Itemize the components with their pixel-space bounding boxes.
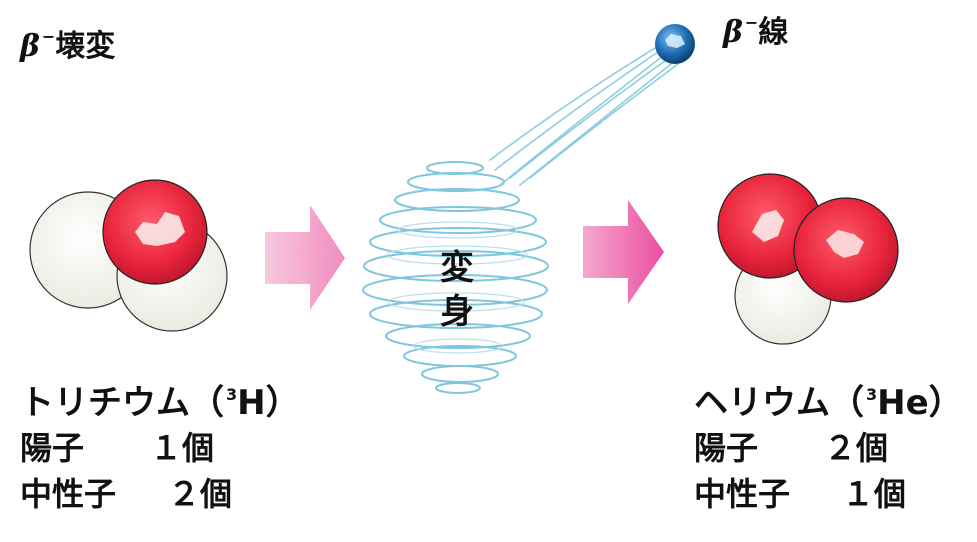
helium-paren-close: ） (928, 383, 963, 423)
neutron-label: 中性子 (694, 475, 791, 513)
tritium-paren-close: ） (265, 383, 300, 423)
helium-paren-open: （ (830, 383, 864, 423)
transition-arrow-right (583, 200, 664, 304)
process-label: 変 身 (432, 246, 482, 334)
title-text: 壊変 (55, 29, 116, 64)
electron (655, 24, 695, 64)
tritium-mass-number: 3 (226, 385, 238, 404)
helium-label: ヘリウム (694, 383, 830, 423)
helium-name: ヘリウム（3He） (694, 386, 963, 420)
emission-label: β−線 (723, 15, 789, 50)
tritium-element: H (237, 383, 266, 423)
emission-text: 線 (758, 15, 789, 50)
beta-ray-trail (489, 44, 679, 186)
tritium-paren-open: （ (190, 383, 224, 423)
neutron-count: １個 (842, 475, 907, 513)
helium-neutrons: 中性子 １個 (694, 478, 906, 510)
tritium-protons: 陽子 １個 (20, 432, 214, 464)
helium-element: He (877, 383, 929, 423)
transition-arrow-left (265, 205, 345, 310)
neutron-label: 中性子 (20, 475, 117, 513)
proton-count: ２個 (824, 429, 889, 467)
diagram-title: β−壊変 (20, 29, 116, 64)
emission-beta-symbol: β (723, 15, 743, 50)
proton-label: 陽子 (694, 429, 759, 467)
tritium-label: トリチウム (20, 383, 190, 423)
helium-protons: 陽子 ２個 (694, 432, 888, 464)
process-line-2: 身 (440, 292, 474, 332)
title-beta-symbol: β (20, 29, 40, 64)
proton-label: 陽子 (20, 429, 85, 467)
tritium-neutrons: 中性子 ２個 (20, 478, 232, 510)
proton-highlight (135, 212, 185, 246)
neutron-count: ２個 (168, 475, 233, 513)
tritium-nucleus (29, 179, 228, 332)
title-charge: − (41, 27, 56, 46)
tritium-name: トリチウム（3H） (20, 386, 300, 420)
helium-mass-number: 3 (866, 385, 878, 404)
helium-nucleus (717, 173, 899, 345)
swirl-inner (386, 221, 528, 354)
proton-count: １個 (150, 429, 215, 467)
emission-charge: − (744, 13, 759, 32)
process-line-1: 変 (440, 248, 474, 288)
